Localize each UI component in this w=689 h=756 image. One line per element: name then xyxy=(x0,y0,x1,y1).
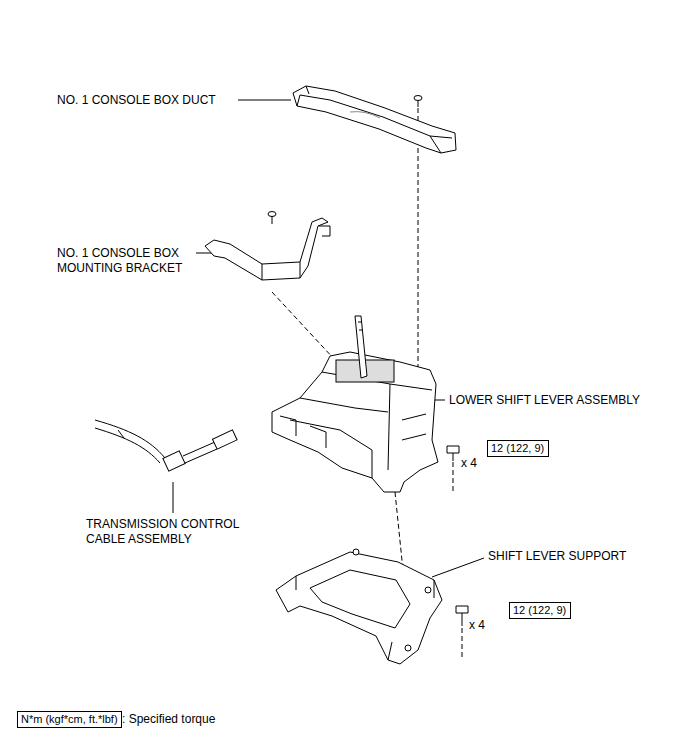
bolt xyxy=(447,446,468,626)
torque-box: 12 (122, 9) xyxy=(487,440,549,457)
quantity: x 4 xyxy=(469,618,485,633)
part-name: TRANSMISSION CONTROL CABLE ASSEMBLY xyxy=(86,517,264,547)
part-name: SHIFT LEVER SUPPORT xyxy=(488,549,626,564)
lower-shift-lever xyxy=(272,316,438,492)
control-cable xyxy=(95,420,237,471)
legend-box: N*m (kgf*cm, ft.*lbf) xyxy=(17,711,122,728)
leader-line xyxy=(432,558,484,577)
part-name: NO. 1 CONSOLE BOX MOUNTING BRACKET xyxy=(57,246,195,276)
screw xyxy=(414,96,422,108)
legend-text: : Specified torque xyxy=(122,712,215,727)
torque-value: N*m (kgf*cm, ft.*lbf) xyxy=(21,713,118,725)
console-duct xyxy=(293,86,456,153)
leader-line xyxy=(238,100,291,101)
part-name: LOWER SHIFT LEVER ASSEMBLY xyxy=(449,393,640,408)
shift-lever-support xyxy=(276,549,442,664)
torque-box: 12 (122, 9) xyxy=(509,602,571,619)
quantity: x 4 xyxy=(461,456,477,471)
torque-value: 12 (122, 9) xyxy=(491,442,544,454)
torque-value: 12 (122, 9) xyxy=(513,604,566,616)
screw xyxy=(268,212,276,225)
leader-line xyxy=(173,482,174,513)
mounting-bracket xyxy=(205,218,330,280)
part-name: NO. 1 CONSOLE BOX DUCT xyxy=(57,93,216,108)
